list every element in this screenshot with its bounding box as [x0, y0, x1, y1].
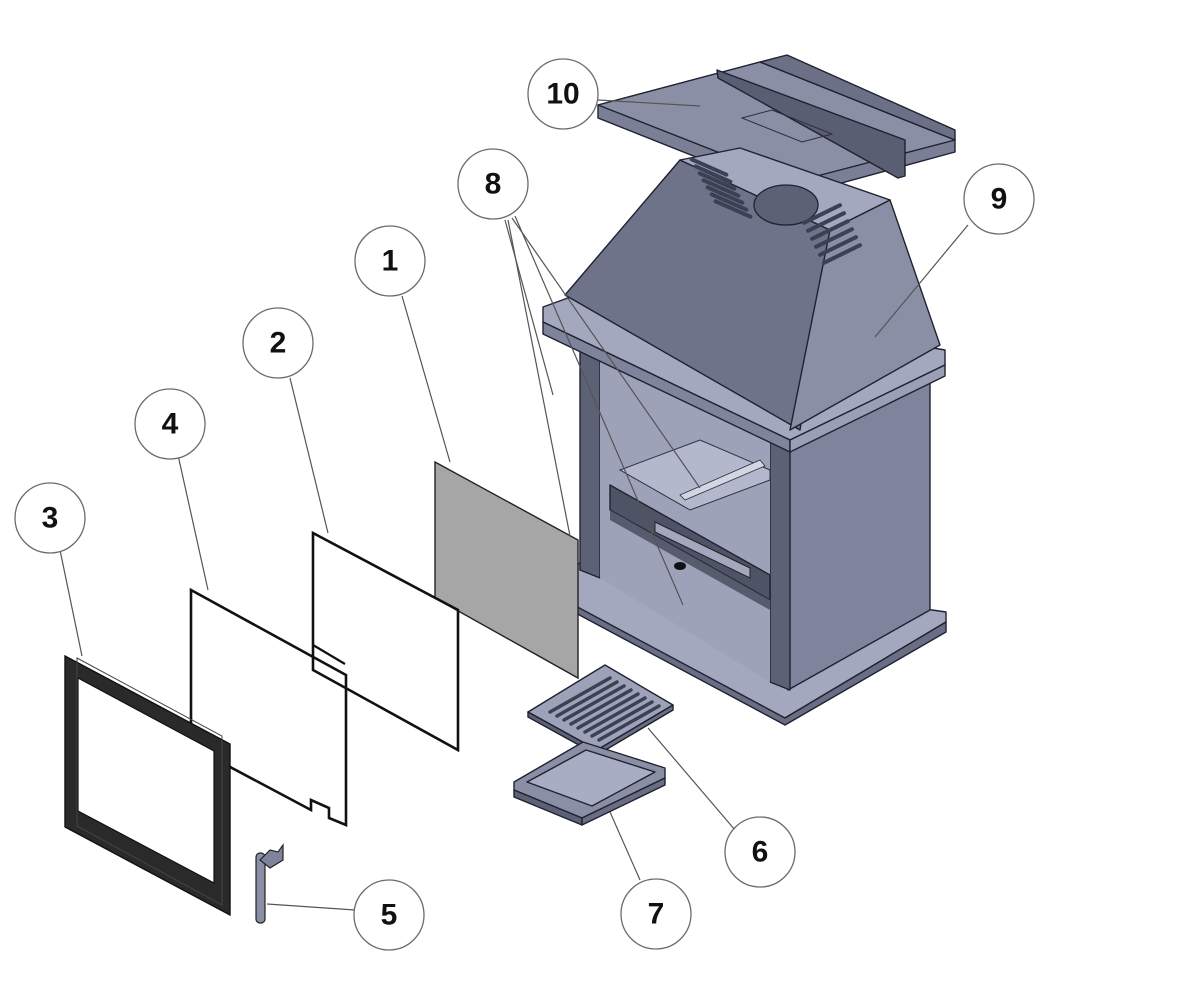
part-2-inner-gasket — [311, 530, 460, 753]
leader-3 — [59, 549, 83, 657]
leader-5 — [266, 903, 356, 911]
leader-lines — [59, 99, 969, 911]
leader-1 — [401, 295, 451, 463]
balloon-3: 3 — [14, 482, 86, 554]
balloon-7: 7 — [620, 878, 692, 950]
leader-8d — [514, 215, 684, 606]
leader-9 — [874, 224, 969, 338]
leader-2 — [289, 377, 329, 534]
leader-7 — [609, 811, 641, 881]
balloon-3-label: 3 — [42, 502, 59, 535]
balloon-6: 6 — [724, 816, 796, 888]
balloon-6-label: 6 — [752, 836, 769, 869]
leader-10 — [597, 99, 701, 107]
balloon-8-label: 8 — [485, 168, 502, 201]
balloon-8: 8 — [457, 148, 529, 220]
part-3-door-frame — [64, 654, 231, 917]
balloon-10: 10 — [527, 58, 599, 130]
part-7-ash-tray — [513, 741, 666, 826]
balloon-2-label: 2 — [270, 327, 287, 360]
balloon-9: 9 — [963, 163, 1035, 235]
balloon-5: 5 — [353, 879, 425, 951]
balloon-1-label: 1 — [382, 245, 399, 278]
part-9-stove-body — [541, 147, 947, 726]
part-6-grate — [527, 664, 674, 756]
balloon-7-label: 7 — [648, 898, 665, 931]
leader-6 — [647, 727, 736, 831]
part-1-glass-panel — [434, 460, 579, 680]
balloon-4: 4 — [134, 388, 206, 460]
balloon-5-label: 5 — [381, 899, 398, 932]
part-10-deflector-plate — [597, 54, 956, 197]
balloon-2: 2 — [242, 307, 314, 379]
part-5-handle — [255, 843, 284, 924]
balloon-4-label: 4 — [162, 408, 179, 441]
leader-8c — [511, 217, 701, 489]
balloon-1: 1 — [354, 225, 426, 297]
leader-8a — [504, 219, 554, 396]
balloon-9-label: 9 — [991, 183, 1008, 216]
balloon-10-label: 10 — [546, 78, 579, 111]
leader-8b — [507, 219, 571, 537]
leader-4 — [177, 454, 209, 591]
